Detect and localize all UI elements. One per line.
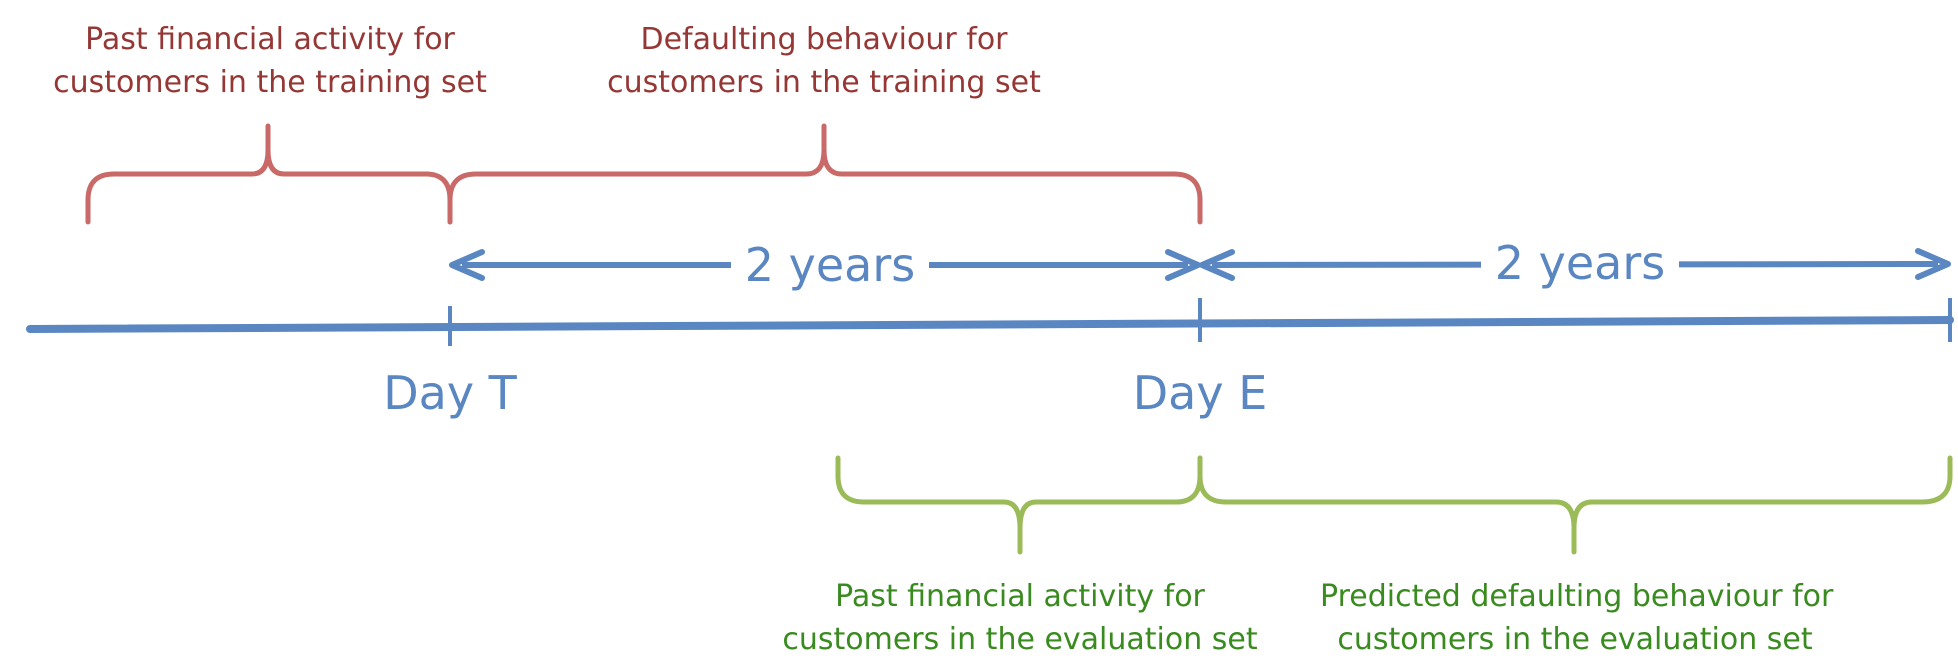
label-line: Past financial activity for	[85, 22, 455, 57]
label-line: customers in the evaluation set	[782, 622, 1258, 657]
span-left-text: 2 years	[730, 238, 930, 292]
span-arrow-left-head-end	[1165, 249, 1201, 281]
label-line: customers in the training set	[53, 65, 487, 100]
red-brace-defaulting-training	[447, 123, 1203, 225]
timeline-axis	[26, 316, 1954, 333]
label-defaulting-training: Defaulting behaviour for customers in th…	[594, 18, 1054, 104]
red-brace-past-training	[85, 123, 453, 225]
label-past-activity-training: Past financial activity for customers in…	[40, 18, 500, 104]
span-label-left: 2 years	[725, 238, 935, 293]
label-line: Past financial activity for	[835, 579, 1205, 614]
span-label-right: 2 years	[1475, 236, 1685, 291]
label-past-activity-evaluation: Past financial activity for customers in…	[780, 575, 1260, 661]
label-day-e: Day E	[1132, 366, 1268, 420]
label-line: customers in the evaluation set	[1337, 622, 1813, 657]
span-arrow-right-head-start	[1199, 249, 1235, 281]
label-day-t: Day T	[383, 366, 517, 420]
green-brace-past-evaluation	[835, 455, 1203, 555]
span-right-text: 2 years	[1480, 236, 1680, 290]
label-predicted-evaluation: Predicted defaulting behaviour for custo…	[1320, 575, 1834, 661]
label-line: customers in the training set	[607, 65, 1041, 100]
label-line: Defaulting behaviour for	[640, 22, 1008, 57]
green-brace-predicted-evaluation	[1197, 455, 1953, 555]
span-arrow-left-head-start	[449, 249, 485, 281]
span-arrow-right-head-end	[1915, 248, 1951, 280]
label-line: Predicted defaulting behaviour for	[1320, 579, 1834, 614]
